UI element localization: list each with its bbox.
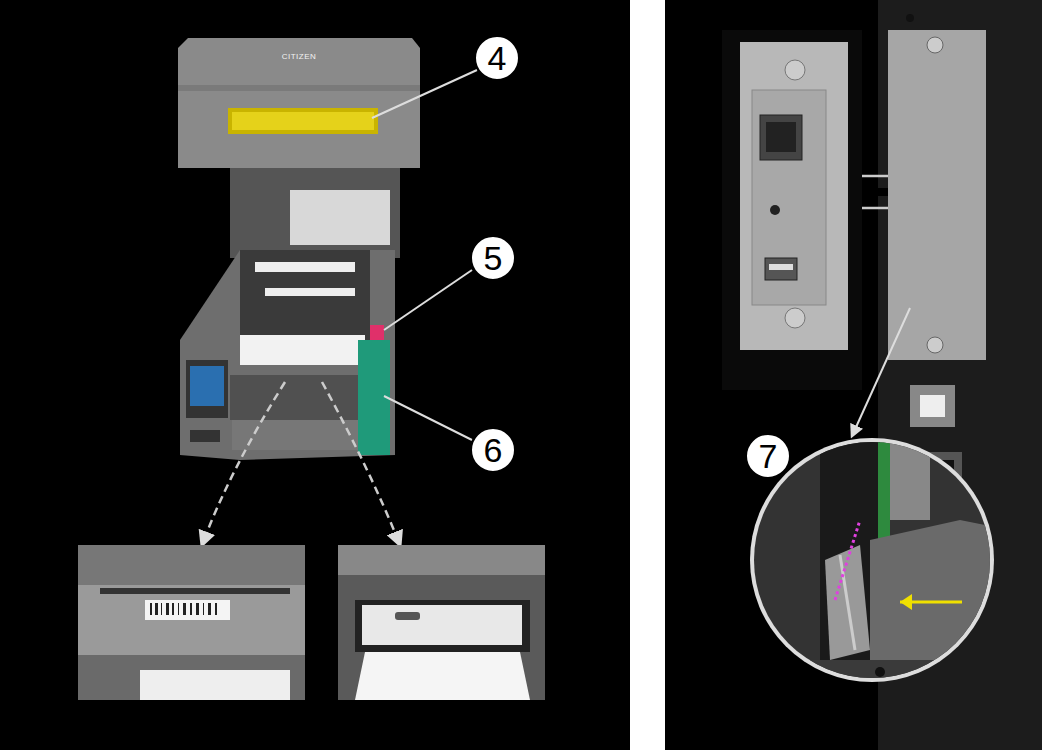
brand-label: CITIZEN — [282, 52, 317, 61]
callout-number: 6 — [484, 433, 503, 467]
callout-circle: 4 — [474, 35, 520, 81]
callout-number: 5 — [484, 241, 503, 275]
callout-number: 4 — [488, 41, 507, 75]
callout-circle: 7 — [745, 433, 791, 479]
callout-circle: 6 — [470, 427, 516, 473]
callout-circle: 5 — [470, 235, 516, 281]
callout-number: 7 — [759, 439, 778, 473]
